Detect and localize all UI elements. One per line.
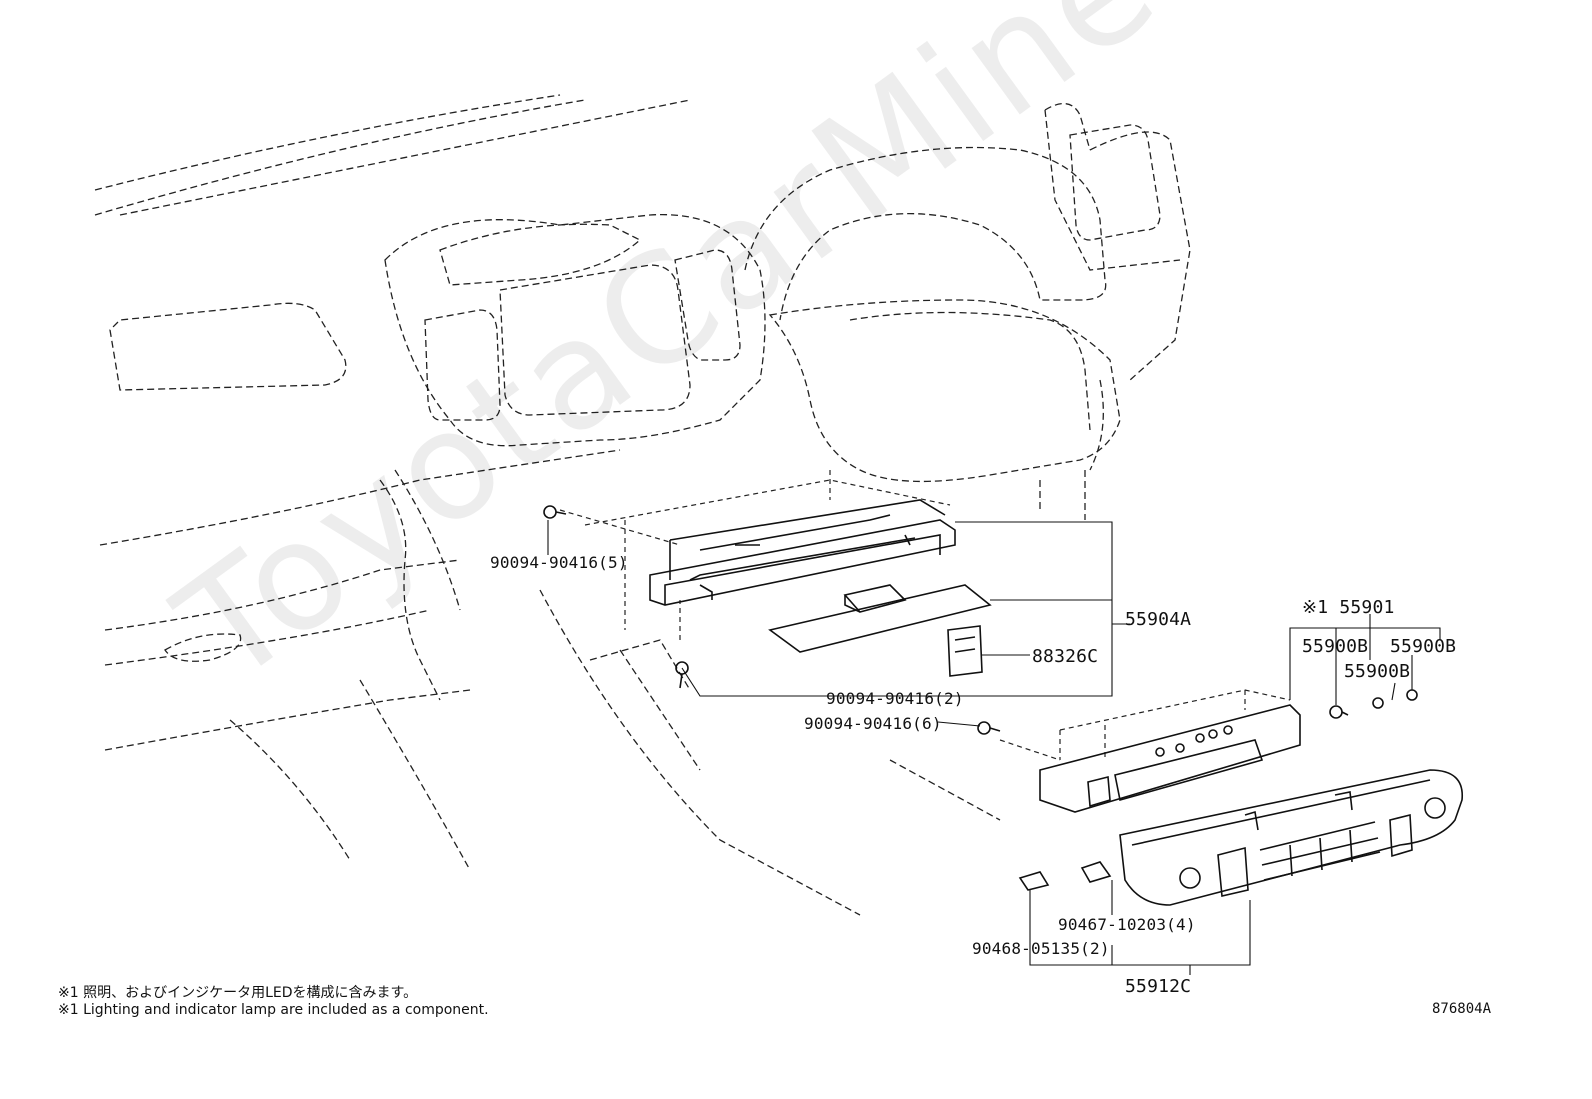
label-screw-6: 90094-90416(6): [804, 714, 942, 733]
climate-panel-bracket: [649, 499, 956, 606]
circuit-board: [768, 584, 992, 653]
label-screw-5: 90094-90416(5): [490, 553, 628, 572]
label-55904a: 55904A: [1125, 609, 1192, 630]
label-55900b-right: 55900B: [1390, 636, 1457, 657]
dashboard-outline: [94, 94, 1191, 916]
leader-lines: [547, 520, 1441, 975]
connector-88326c: [947, 625, 983, 677]
label-55901: ※1 55901: [1302, 597, 1395, 618]
screw-icons: [543, 505, 1418, 735]
label-55912c: 55912C: [1125, 976, 1192, 997]
assembly-guide-lines: [559, 470, 1291, 761]
diagram-code: 876804A: [1432, 1001, 1492, 1017]
label-55900b-center: 55900B: [1344, 661, 1411, 682]
clip-icons: [1018, 861, 1112, 891]
label-88326c: 88326C: [1032, 646, 1099, 667]
label-55900b-left: 55900B: [1302, 636, 1369, 657]
footnote-english: ※1 Lighting and indicator lamp are inclu…: [58, 1002, 489, 1018]
control-panel-55912c: [1119, 769, 1463, 906]
label-clip-2: 90468-05135(2): [972, 939, 1110, 958]
footnote-japanese: ※1 照明、およびインジケータ用LEDを構成に含みます。: [58, 985, 418, 1001]
panel-board-55901: [1039, 704, 1301, 813]
label-screw-2: 90094-90416(2): [826, 689, 964, 708]
label-clip-4: 90467-10203(4): [1058, 915, 1196, 934]
